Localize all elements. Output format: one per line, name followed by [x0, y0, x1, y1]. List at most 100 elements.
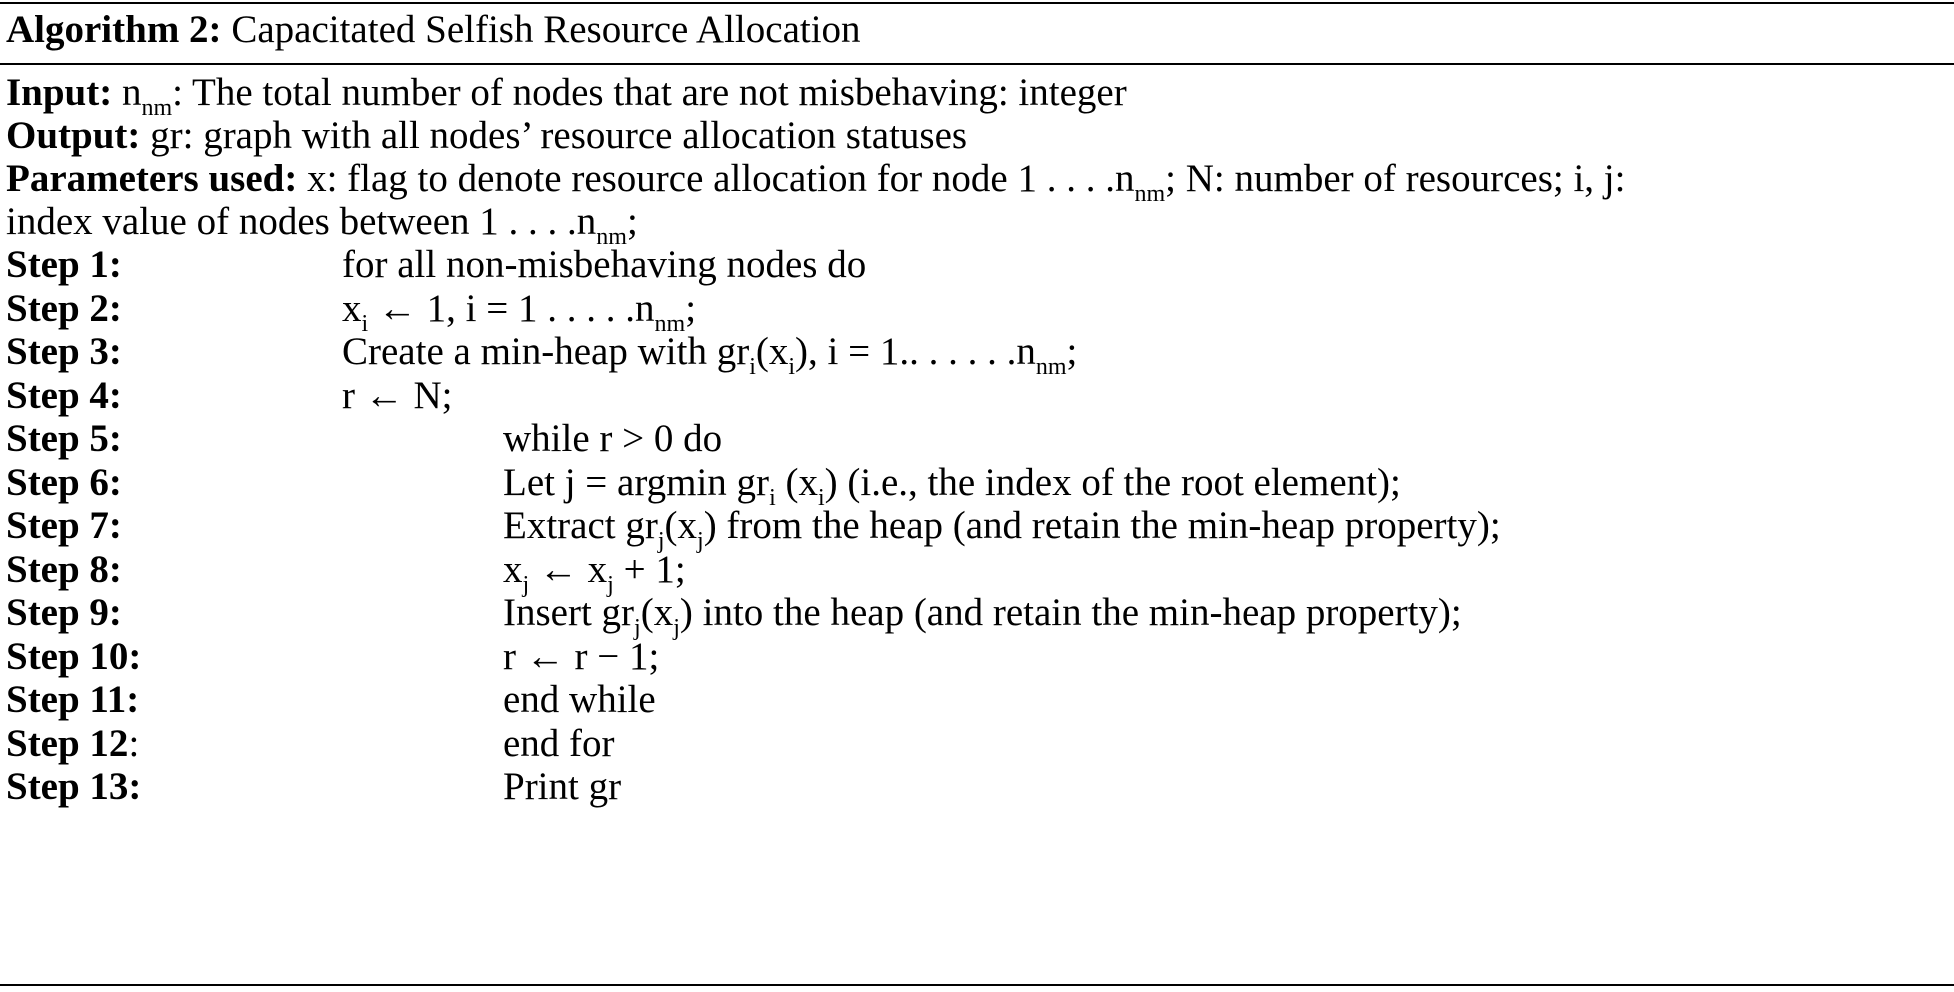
algorithm-heading: Algorithm 2: Capacitated Selfish Resourc… [6, 3, 861, 57]
top-rule [0, 2, 1954, 4]
step-8-text: xj ← xj + 1; [503, 543, 686, 597]
step-8-label: Step 8: [6, 543, 122, 597]
step-13-text: Print gr [503, 760, 621, 814]
parameters-label: Parameters used: [6, 157, 298, 200]
input-var: n [121, 71, 142, 114]
step-8-text-part: x [503, 548, 523, 591]
step-3-text-part: ; [1066, 330, 1078, 373]
step-5-text: while r > 0 do [503, 412, 722, 466]
step-1-label: Step 1: [6, 238, 122, 292]
step-7-text-part: ) from the heap (and retain the min-heap… [703, 504, 1501, 547]
bottom-rule [0, 984, 1954, 986]
step-11-text-part: end while [503, 678, 656, 721]
step-3-text-part: (x [755, 330, 789, 373]
step-3-subscript: i [749, 354, 756, 380]
step-3-label: Step 3: [6, 325, 122, 379]
step-7-text-part: (x [664, 504, 698, 547]
parameters-text-1a: x: flag to denote resource allocation fo… [307, 157, 1135, 200]
step-9-text-part: Insert gr [503, 591, 635, 634]
parameters-line-1: Parameters used: x: flag to denote resou… [6, 152, 1625, 206]
step-12-label-text: Step 12 [6, 722, 129, 765]
step-2-label: Step 2: [6, 282, 122, 336]
step-8-subscript: j [607, 572, 614, 598]
step-2-subscript: i [361, 311, 369, 337]
step-12-label-suffix: : [128, 722, 140, 765]
step-5-text-part: while r > 0 do [503, 417, 723, 460]
step-6-label: Step 6: [6, 456, 122, 510]
step-12-label: Step 12: [6, 717, 139, 771]
heading-rule [0, 63, 1954, 65]
step-9-text: Insert grj(xj) into the heap (and retain… [503, 586, 1462, 640]
step-5-label: Step 5: [6, 412, 122, 466]
step-4-label: Step 4: [6, 369, 122, 423]
parameters-sub-2: nm [596, 224, 627, 250]
algorithm-title: Capacitated Selfish Resource Allocation [231, 8, 861, 51]
step-6-label-text: Step 6: [6, 461, 122, 504]
step-5-label-text: Step 5: [6, 417, 122, 460]
step-9-text-part: ) into the heap (and retain the min-heap… [679, 591, 1462, 634]
step-3-text-part: ), i = 1.. . . . . .n [795, 330, 1036, 373]
step-7-text-part: Extract gr [503, 504, 658, 547]
input-text: : The total number of nodes that are not… [172, 71, 1127, 114]
step-6-text-part: (x [775, 461, 818, 504]
step-12-text: end for [503, 717, 615, 771]
step-13-label-text: Step 13: [6, 765, 142, 808]
step-9-subscript: j [634, 615, 641, 641]
parameters-line-2: index value of nodes between 1 . . . .nn… [6, 195, 638, 249]
step-13-label: Step 13: [6, 760, 141, 814]
step-11-label-text: Step 11: [6, 678, 140, 721]
step-9-subscript: j [673, 615, 680, 641]
step-1-label-text: Step 1: [6, 243, 122, 286]
step-7-text: Extract grj(xj) from the heap (and retai… [503, 499, 1501, 553]
step-8-subscript: j [522, 572, 530, 598]
step-6-subscript: i [817, 485, 825, 511]
step-8-text-part: ← x [529, 548, 608, 591]
input-label: Input: [6, 71, 113, 114]
step-11-text: end while [503, 673, 656, 727]
step-10-label-text: Step 10: [6, 635, 142, 678]
algorithm-label: Algorithm 2: [6, 8, 222, 51]
step-2-text-part: x [342, 287, 362, 330]
step-2-label-text: Step 2: [6, 287, 122, 330]
step-1-text-part: for all non-misbehaving nodes do [342, 243, 867, 286]
step-10-text: r ← r − 1; [503, 630, 659, 684]
step-7-subscript: j [697, 528, 704, 554]
step-2-subscript: nm [654, 311, 686, 337]
parameters-sub-1: nm [1134, 181, 1166, 207]
step-7-subscript: j [657, 528, 665, 554]
step-6-text-part: ) (i.e., the index of the root element); [824, 461, 1401, 504]
step-11-label: Step 11: [6, 673, 139, 727]
input-var-sub: nm [141, 95, 173, 121]
input-line: Input: nnm: The total number of nodes th… [6, 66, 1127, 120]
step-4-text: r ← N; [342, 369, 453, 423]
step-3-text: Create a min-heap with gri(xi), i = 1.. … [342, 325, 1077, 379]
step-6-text-part: Let j = argmin gr [503, 461, 770, 504]
step-9-label-text: Step 9: [6, 591, 122, 634]
parameters-text-2a: index value of nodes between 1 . . . .n [6, 200, 597, 243]
step-3-subscript: i [788, 354, 796, 380]
step-4-label-text: Step 4: [6, 374, 122, 417]
output-line: Output: gr: graph with all nodes’ resour… [6, 109, 967, 163]
step-6-subscript: i [769, 485, 776, 511]
step-8-text-part: + 1; [613, 548, 686, 591]
step-12-text-part: end for [503, 722, 615, 765]
step-3-text-part: Create a min-heap with gr [342, 330, 750, 373]
step-10-text-part: r ← r − 1; [503, 635, 660, 678]
step-13-text-part: Print gr [503, 765, 622, 808]
step-3-label-text: Step 3: [6, 330, 122, 373]
step-2-text: xi ← 1, i = 1 . . . . .nnm; [342, 282, 696, 336]
step-4-text-part: r ← N; [342, 374, 453, 417]
step-9-text-part: (x [640, 591, 674, 634]
step-10-label: Step 10: [6, 630, 141, 684]
output-text: gr: graph with all nodes’ resource alloc… [150, 114, 968, 157]
step-9-label: Step 9: [6, 586, 122, 640]
step-7-label-text: Step 7: [6, 504, 122, 547]
output-label: Output: [6, 114, 141, 157]
step-3-subscript: nm [1035, 354, 1067, 380]
step-1-text: for all non-misbehaving nodes do [342, 238, 866, 292]
step-2-text-part: ; [685, 287, 697, 330]
step-6-text: Let j = argmin gri (xi) (i.e., the index… [503, 456, 1401, 510]
parameters-text-2b: ; [626, 200, 638, 243]
step-2-text-part: ← 1, i = 1 . . . . .n [368, 287, 655, 330]
